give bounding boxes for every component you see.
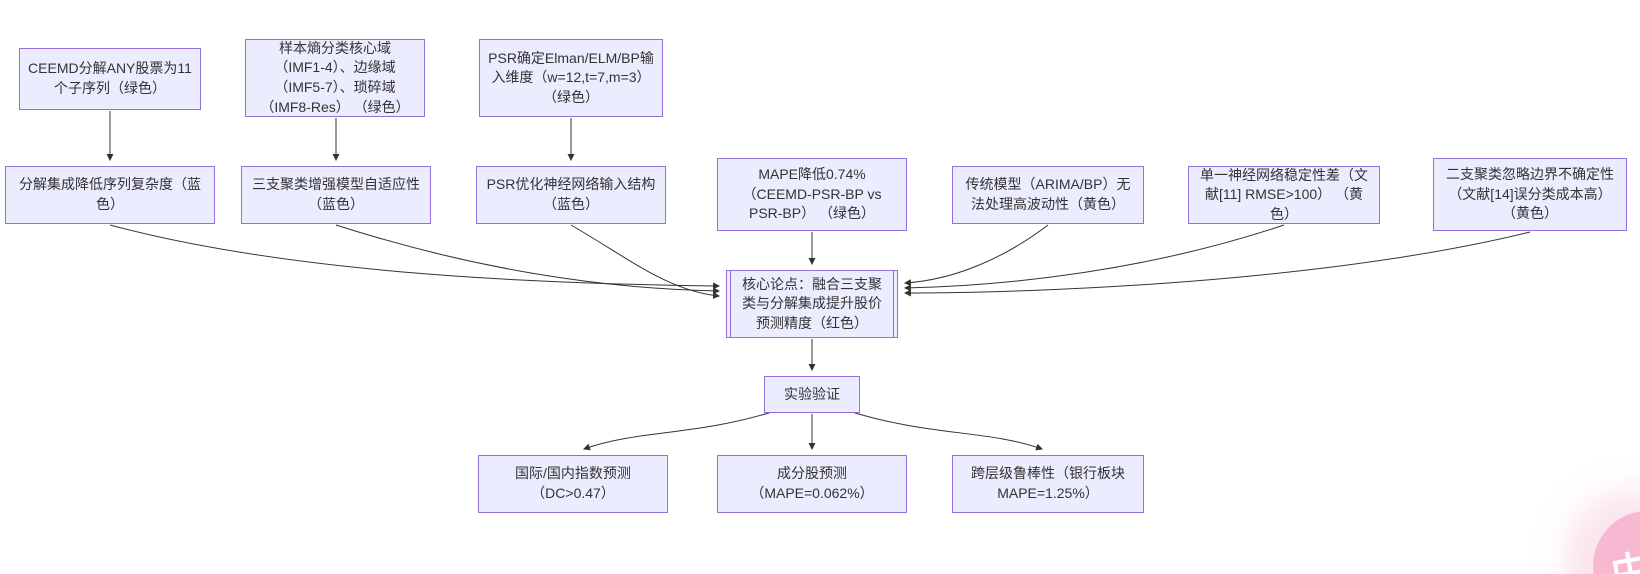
node-two-way-clustering-limitation: 二支聚类忽略边界不确定性（文献[14]误分类成本高）（黄色） [1433, 158, 1627, 231]
node-ceemd-decompose: CEEMD分解ANY股票为11个子序列（绿色） [19, 48, 201, 110]
node-three-way-clustering-adaptivity: 三支聚类增强模型自适应性（蓝色） [241, 166, 431, 224]
node-traditional-model-limitation: 传统模型（ARIMA/BP）无法处理高波动性（黄色） [952, 166, 1144, 224]
edge-singlenn-to-core [903, 224, 1285, 292]
translate-icon: 中A [1608, 543, 1640, 574]
edge-complexity-to-core [109, 224, 721, 290]
edge-psropt-to-core [570, 224, 721, 299]
edge-twoway-to-core [903, 231, 1531, 297]
node-experiment-validation: 实验验证 [764, 376, 860, 413]
node-decomposition-reduces-complexity: 分解集成降低序列复杂度（蓝色） [5, 166, 215, 224]
edge-experiment-to-index [583, 411, 773, 451]
node-index-forecast: 国际/国内指数预测（DC>0.47） [478, 455, 668, 513]
node-cross-level-robustness: 跨层级鲁棒性（银行板块 MAPE=1.25%） [952, 455, 1144, 513]
node-constituent-forecast: 成分股预测（MAPE=0.062%） [717, 455, 907, 513]
edge-adaptivity-to-core [335, 224, 721, 295]
node-core-thesis: 核心论点：融合三支聚类与分解集成提升股价预测精度（红色） [726, 270, 898, 338]
node-single-nn-instability: 单一神经网络稳定性差（文献[11] RMSE>100） （黄色） [1188, 166, 1380, 224]
node-psr-input-dimension: PSR确定Elman/ELM/BP输入维度（w=12,t=7,m=3） （绿色） [479, 39, 663, 117]
edge-traditional-to-core [903, 224, 1049, 287]
node-psr-optimizes-input: PSR优化神经网络输入结构（蓝色） [476, 166, 666, 224]
node-sample-entropy-domains: 样本熵分类核心域（IMF1-4）、边缘域（IMF5-7）、琐碎域（IMF8-Re… [245, 39, 425, 117]
edge-experiment-to-robustness [851, 411, 1043, 451]
node-mape-reduction: MAPE降低0.74%（CEEMD-PSR-BP vs PSR-BP） （绿色） [717, 158, 907, 231]
